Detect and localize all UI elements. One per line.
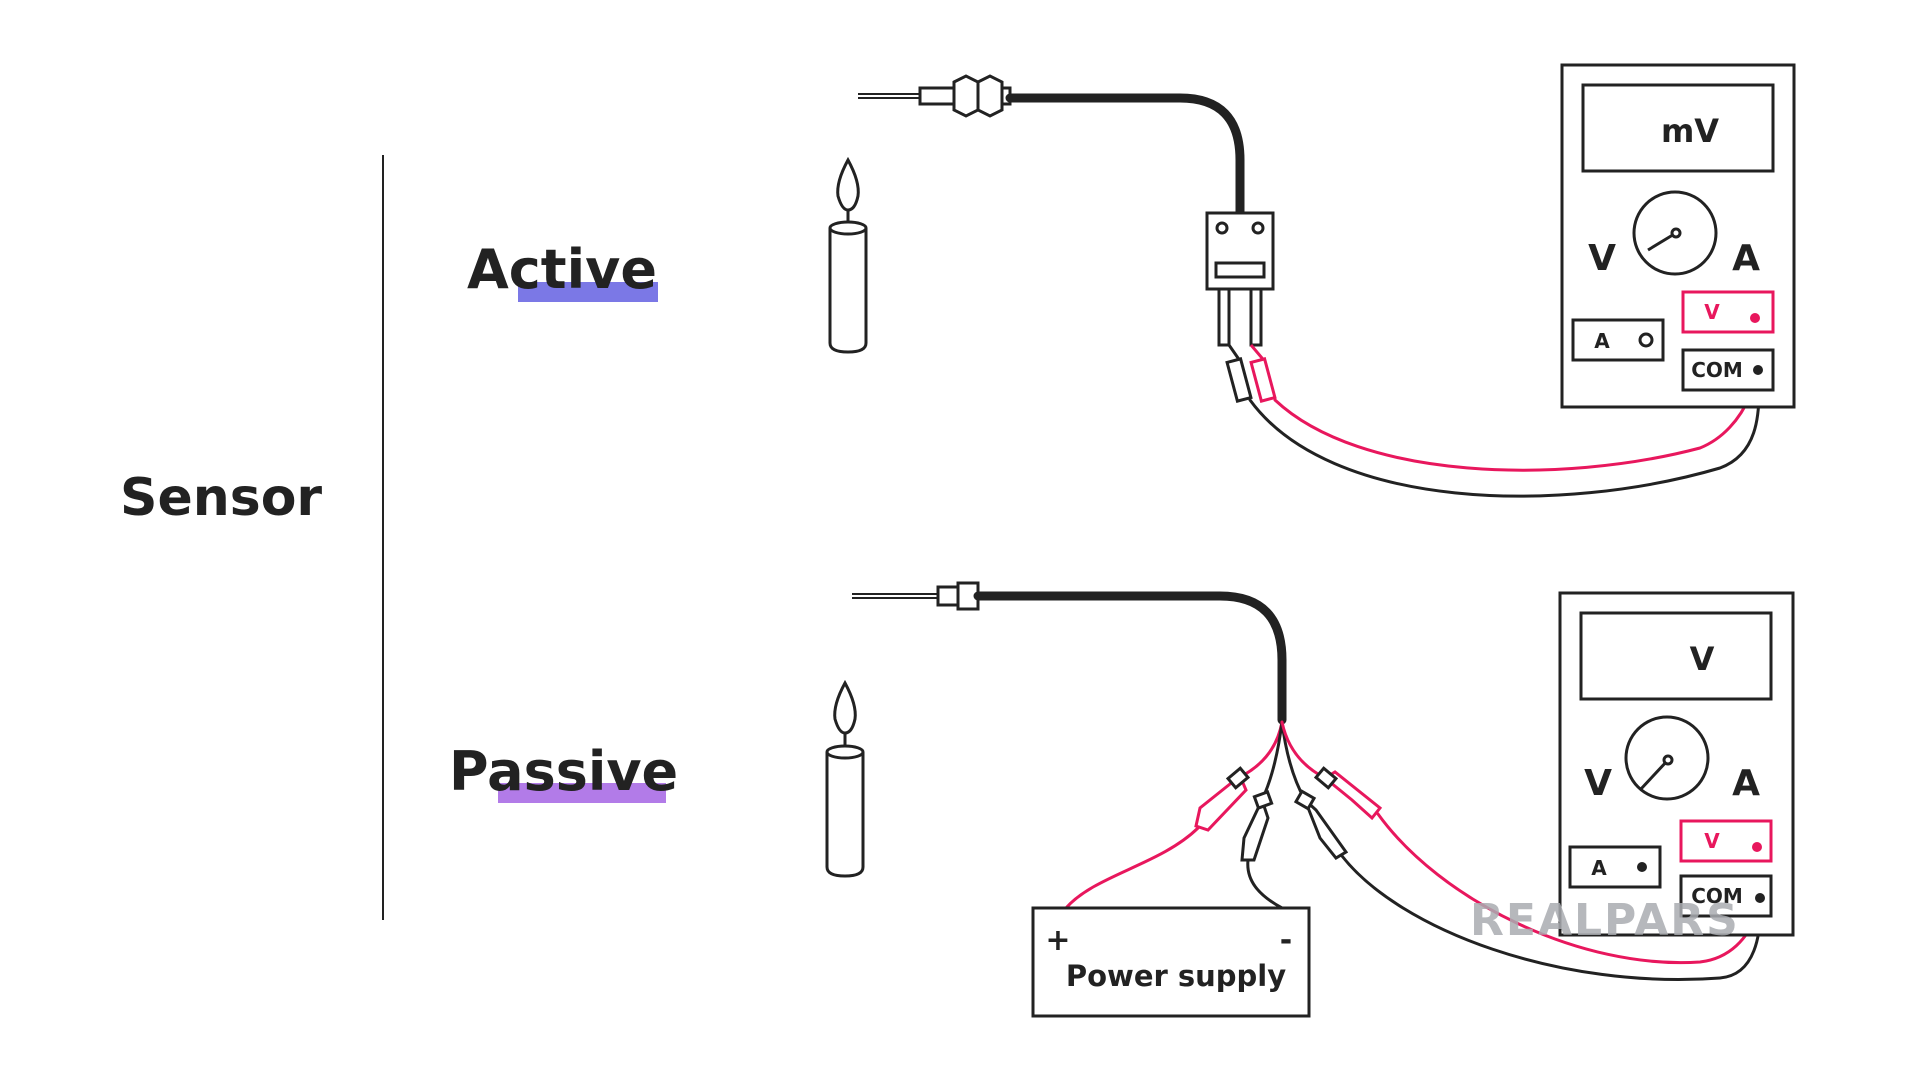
svg-text:COM: COM: [1691, 358, 1743, 382]
candle-flame-icon: [836, 156, 860, 212]
passive-sensor-probe: [852, 581, 980, 611]
passive-meter-display: [1579, 611, 1773, 701]
passive-red-to-supply: [1064, 826, 1200, 910]
passive-candle: [825, 679, 865, 878]
active-meter-display: [1581, 83, 1775, 173]
active-candle: [828, 156, 868, 354]
active-multimeter: mV V A A V COM: [1560, 63, 1796, 409]
power-supply-box: [1031, 906, 1311, 1018]
sensor-label: Sensor: [120, 468, 322, 528]
active-black-lead: [1248, 368, 1761, 498]
active-label: Active: [467, 238, 657, 301]
active-thermocouple-probe: [858, 74, 1012, 118]
power-supply: + - Power supply: [1031, 906, 1311, 1018]
passive-label: Passive: [449, 740, 678, 803]
passive-multimeter: V V A A V COM: [1558, 591, 1795, 937]
passive-highlight: [498, 783, 666, 803]
active-meter-a-label: A: [1732, 238, 1760, 279]
passive-meter-v-label: V: [1584, 763, 1612, 804]
passive-meter-port-v: [1679, 819, 1773, 863]
power-supply-label: Power supply: [1066, 959, 1286, 993]
passive-black-to-supply: [1246, 858, 1284, 910]
svg-text:A: A: [1591, 856, 1607, 880]
passive-meter-a-label: A: [1732, 763, 1760, 804]
candle-flame-icon: [833, 679, 857, 735]
realpars-watermark: REALPARS: [1470, 895, 1740, 946]
passive-alligator-clips: [1194, 766, 1383, 862]
active-meter-port-v: [1681, 290, 1775, 334]
active-probe-cable: [1005, 93, 1245, 217]
svg-text:V: V: [1704, 829, 1720, 853]
active-connector: [1205, 211, 1277, 403]
svg-text:A: A: [1594, 329, 1610, 353]
active-meter-display-text: mV: [1661, 112, 1719, 150]
svg-text:COM: COM: [1691, 884, 1743, 908]
passive-red-lead-1: [1236, 720, 1284, 780]
active-highlight: [518, 282, 658, 302]
passive-meter-display-text: V: [1690, 640, 1715, 678]
passive-probe-cable: [973, 591, 1287, 725]
svg-text:V: V: [1704, 300, 1720, 324]
power-supply-minus: -: [1280, 923, 1292, 958]
passive-black-to-meter: [1340, 854, 1762, 982]
power-supply-plus: +: [1045, 923, 1070, 958]
active-meter-v-label: V: [1588, 238, 1616, 279]
